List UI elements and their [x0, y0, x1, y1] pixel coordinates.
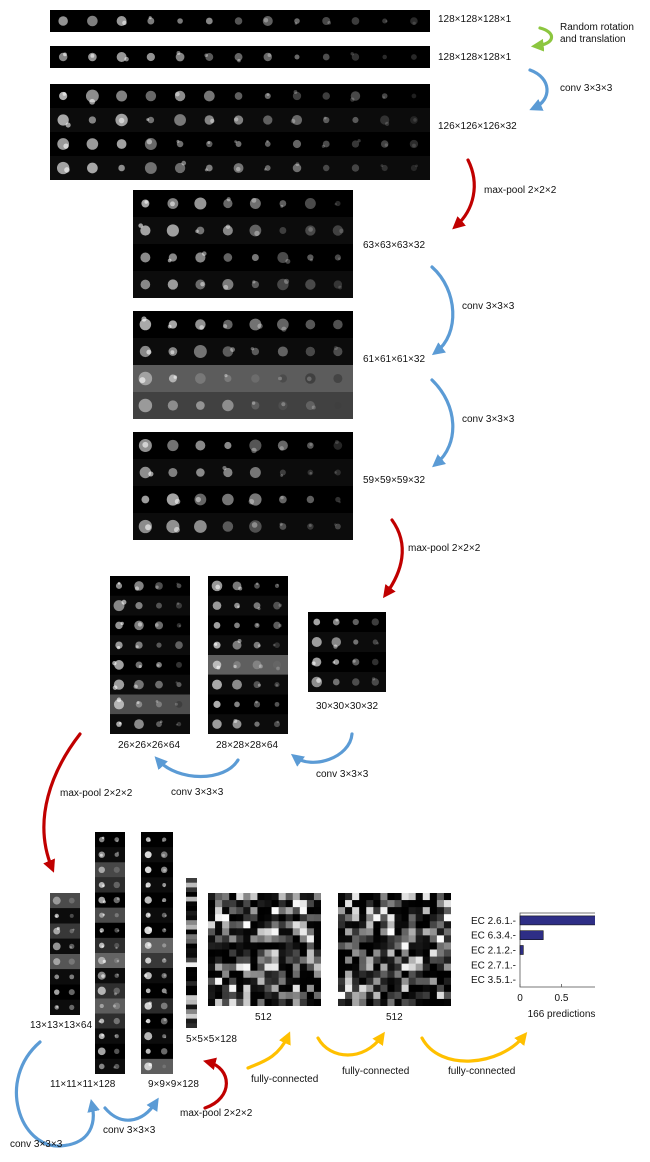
curved-arrow-icon-conv-b [430, 265, 455, 356]
feature-map-rotated [50, 46, 430, 68]
chart-bar [519, 945, 524, 955]
op-fc-c: fully-connected [448, 1066, 516, 1077]
op-conv-c: conv 3×3×3 [462, 414, 515, 425]
curved-arrow-icon-conv-e [154, 756, 240, 778]
op-pool-d: max-pool 2×2×2 [180, 1108, 253, 1119]
op-pool-a: max-pool 2×2×2 [484, 185, 557, 196]
curved-arrow-icon-fc-c [420, 1032, 528, 1063]
label-input: 128×128×128×1 [438, 14, 512, 25]
feature-map-fc2 [338, 893, 451, 1006]
op-conv-g: conv 3×3×3 [103, 1125, 156, 1136]
feature-map-conv7 [141, 832, 173, 1074]
feature-map-conv4 [208, 576, 288, 734]
feature-map-conv3 [133, 432, 353, 540]
label-pool1: 63×63×63×32 [363, 240, 426, 251]
curved-arrow-icon-conv-d [290, 732, 354, 767]
curved-arrow-icon-conv-f [14, 1040, 100, 1148]
chart-category-label: EC 2.6.1.- [471, 916, 516, 927]
curved-arrow-icon-conv-g [103, 1097, 159, 1122]
label-conv1: 126×126×126×32 [438, 121, 517, 132]
chart-bar [519, 930, 544, 941]
op-fc-b: fully-connected [342, 1066, 410, 1077]
label-conv2: 61×61×61×32 [363, 354, 426, 365]
curved-arrow-icon-fc-a [246, 1031, 291, 1070]
curved-arrow-icon-fc-b [316, 1031, 385, 1057]
feature-map-conv5 [110, 576, 190, 734]
feature-map-pool2 [308, 612, 386, 692]
chart-x-tick-label: 0 [517, 993, 523, 1004]
label-fc1: 512 [255, 1012, 272, 1023]
chart-x-axis-label: 166 predictions [528, 1009, 595, 1020]
label-pool4: 5×5×5×128 [186, 1034, 237, 1045]
feature-map-pool4 [186, 878, 197, 1028]
op-conv-e: conv 3×3×3 [171, 787, 224, 798]
op-pool-b: max-pool 2×2×2 [408, 543, 481, 554]
chart-category-label: EC 2.7.1.- [471, 960, 516, 971]
chart-category-label: EC 3.5.1.- [471, 975, 516, 986]
label-conv4: 28×28×28×64 [216, 740, 279, 751]
curved-arrow-icon-pool-c [42, 732, 82, 873]
label-rotated: 128×128×128×1 [438, 52, 512, 63]
label-conv6: 11×11×11×128 [50, 1079, 116, 1090]
curved-arrow-icon-pool-b [382, 518, 404, 599]
label-conv5: 26×26×26×64 [118, 740, 181, 751]
curved-arrow-icon-rotation [530, 26, 554, 52]
chart-bar [519, 915, 595, 926]
label-conv3: 59×59×59×32 [363, 475, 426, 486]
op-pool-c: max-pool 2×2×2 [60, 788, 133, 799]
feature-map-pool3 [50, 893, 80, 1015]
op-conv-f: conv 3×3×3 [10, 1139, 63, 1150]
op-fc-a: fully-connected [251, 1074, 319, 1085]
feature-map-conv2 [133, 311, 353, 419]
prediction-bar-chart: EC 2.6.1.- EC 6.3.4.- EC 2.1.2.- EC 2.7.1.-… [471, 912, 595, 1020]
label-fc2: 512 [386, 1012, 403, 1023]
op-rotation: Random rotation and translation [560, 22, 634, 45]
feature-map-input [50, 10, 430, 32]
feature-map-fc1 [208, 893, 321, 1006]
curved-arrow-icon-pool-a [452, 158, 476, 230]
chart-x-tick-label: 0.5 [555, 993, 569, 1004]
op-conv-d: conv 3×3×3 [316, 769, 369, 780]
curved-arrow-icon-conv-c [430, 378, 455, 468]
label-pool2: 30×30×30×32 [316, 701, 379, 712]
feature-map-pool1 [133, 190, 353, 298]
label-conv7: 9×9×9×128 [148, 1079, 199, 1090]
op-conv-b: conv 3×3×3 [462, 301, 515, 312]
chart-category-label: EC 6.3.4.- [471, 931, 516, 942]
curved-arrow-icon-conv-a [528, 68, 549, 111]
curved-arrow-icon-pool-d [203, 1057, 228, 1110]
op-conv-a: conv 3×3×3 [560, 83, 613, 94]
feature-map-conv6 [95, 832, 125, 1074]
chart-category-label: EC 2.1.2.- [471, 946, 516, 957]
feature-map-conv1 [50, 84, 430, 180]
label-pool3: 13×13×13×64 [30, 1020, 93, 1031]
